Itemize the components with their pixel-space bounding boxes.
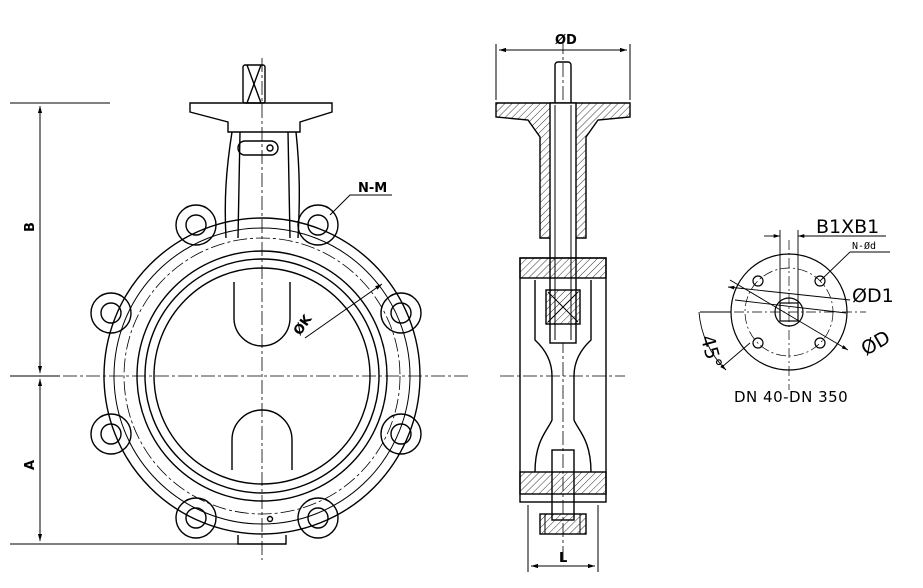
dim-label-flange-dia: ØD xyxy=(555,33,577,48)
flange-centerlines xyxy=(716,240,866,390)
front-view xyxy=(10,58,470,560)
disc-hubs xyxy=(231,282,293,545)
front-body xyxy=(103,217,421,535)
square-drive xyxy=(779,302,799,322)
lug xyxy=(297,204,339,246)
front-lugs xyxy=(90,204,422,539)
lug xyxy=(90,413,132,455)
size-range-note: DN 40-DN 350 xyxy=(734,388,848,406)
angle-label: 45° xyxy=(696,333,726,371)
bolt-hole xyxy=(814,275,826,287)
flange-pcd xyxy=(744,267,834,357)
bolt-hole xyxy=(814,337,826,349)
flange-dimensions xyxy=(698,230,890,371)
lug xyxy=(380,292,422,334)
side-body xyxy=(519,257,607,503)
dim-label-face-width: L xyxy=(559,551,567,566)
side-bottom-stem xyxy=(539,449,587,535)
side-view xyxy=(495,40,631,572)
top-flange-view xyxy=(698,230,890,390)
dim-label-b: B xyxy=(23,222,38,232)
lug xyxy=(380,413,422,455)
dim-label-square-drive: B1XB1 xyxy=(816,216,879,238)
dim-label-hole-count: N-Ød xyxy=(852,240,876,252)
bolt-circle-label: ØK xyxy=(291,312,316,339)
lug xyxy=(297,497,339,539)
front-centerlines xyxy=(40,58,470,560)
dim-label-pcd: ØD1 xyxy=(852,285,894,307)
front-dimensions xyxy=(10,102,392,545)
dim-label-a: A xyxy=(23,460,38,470)
flange-center-bore xyxy=(774,297,804,327)
bolt-thread-label: N-M xyxy=(358,181,387,196)
side-dimensions xyxy=(495,44,631,572)
lug xyxy=(175,204,217,246)
bolt-hole xyxy=(752,275,764,287)
bolt-hole xyxy=(752,337,764,349)
lug xyxy=(175,497,217,539)
front-top-flange xyxy=(189,64,333,133)
lug xyxy=(90,292,132,334)
dim-label-outer-dia: ØD xyxy=(858,326,895,360)
